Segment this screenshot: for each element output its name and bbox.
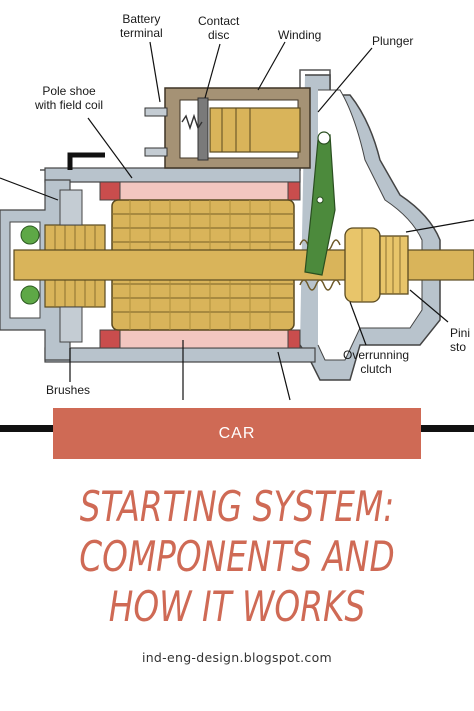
brushes	[59, 189, 83, 343]
label-pole-shoe: Pole shoe with field coil	[35, 84, 104, 112]
label-winding: Winding	[278, 28, 322, 42]
overrunning-clutch	[344, 227, 381, 303]
category-banner[interactable]: CAR	[53, 408, 421, 459]
label-contact-disc: Contact disc	[198, 14, 240, 42]
label-pinion-stop: Pini sto	[450, 326, 471, 354]
title-line-3: HOW IT WORKS	[108, 582, 366, 631]
title-line-2: COMPONENTS AND	[79, 532, 395, 581]
field-cable	[67, 152, 105, 170]
label-brushes: Brushes	[46, 383, 91, 397]
pinion-gear	[379, 235, 409, 295]
label-plunger: Plunger	[372, 34, 414, 48]
category-label: CAR	[218, 424, 256, 442]
leader-lines	[0, 41, 474, 401]
label-battery-terminal: Battery terminal	[120, 12, 163, 40]
title-line-1: STARTING SYSTEM:	[79, 482, 395, 531]
site-url[interactable]: ind-eng-design.blogspot.com	[141, 650, 333, 665]
shift-lever	[304, 131, 336, 276]
label-overrunning-clutch: Overrunning clutch	[343, 348, 410, 376]
solenoid	[144, 87, 311, 169]
article-title: STARTING SYSTEM: COMPONENTS AND HOW IT W…	[52, 482, 422, 632]
bearing	[20, 225, 40, 305]
